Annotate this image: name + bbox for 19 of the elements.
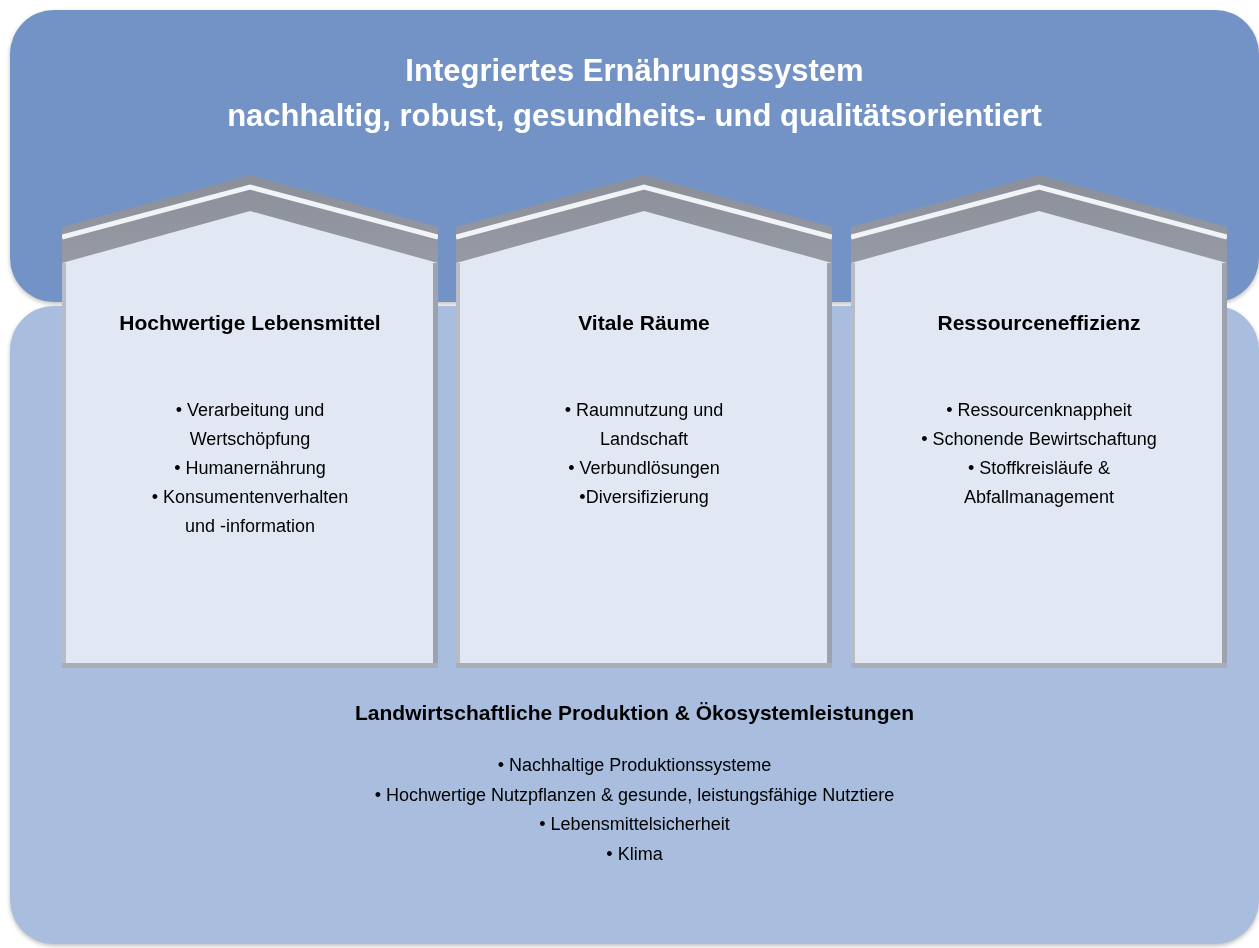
pillar-heading: Hochwertige Lebensmittel	[119, 310, 381, 336]
bullet-text: •Diversifizierung	[579, 486, 709, 509]
band-title: nachhaltig, robust, gesundheits- und qualitätsorientiert	[227, 97, 1042, 135]
bullet-text: • Nachhaltige Produktionssysteme	[497, 754, 772, 777]
bullet-text: • Verarbeitung und Wertschöpfung	[174, 399, 326, 451]
bullet-text: • Lebensmittelsicherheit	[539, 813, 730, 836]
band-title: Integriertes Ernährungssystem	[405, 52, 864, 90]
bullet-text: • Verbundlösungen	[568, 457, 720, 480]
pillar-heading: Vitale Räume	[578, 310, 710, 336]
bullet-text: • Konsumentenverhalten und -information	[150, 486, 350, 538]
section-heading: Landwirtschaftliche Produktion & Ökosystemleistungen	[355, 700, 914, 726]
bullet-text: • Klima	[606, 842, 663, 866]
bullet-text: • Raumnutzung und Landschaft	[563, 399, 725, 451]
pillar-heading: Ressourceneffizienz	[937, 310, 1141, 336]
bullet-text: • Hochwertige Nutzpflanzen & gesunde, leistungsfähige Nutztiere	[374, 783, 895, 807]
bullet-text: • Schonende Bewirtschaftung	[921, 428, 1157, 451]
bullet-text: • Ressourcenknappheit	[946, 399, 1132, 422]
bullet-text: • Humanernährung	[174, 457, 326, 480]
bullet-text: • Stoffkreisläufe & Abfallmanagement	[962, 457, 1116, 509]
